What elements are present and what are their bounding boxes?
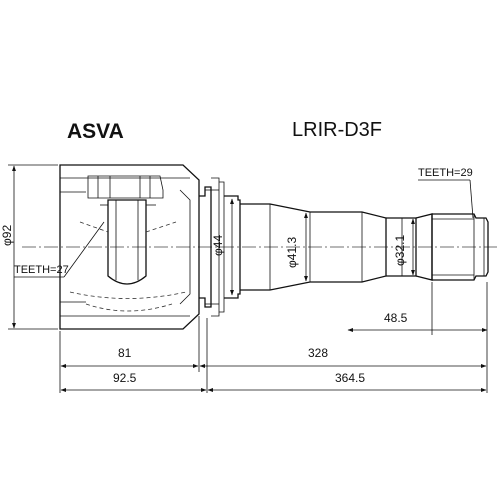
spline-stub (431, 213, 489, 281)
len-92-5-label: 92.5 (113, 371, 137, 385)
extension-lines (59, 282, 488, 393)
brand-label: ASVA (67, 120, 124, 143)
diameter-dimensions: φ44 φ41.3 φ32.1 (211, 198, 415, 296)
dia-92-label: φ92 (0, 225, 14, 246)
dia-41-3-label: φ41.3 (285, 237, 299, 268)
shaft (224, 195, 433, 299)
teeth-outer-label: TEETH=29 (418, 167, 473, 179)
len-328-label: 328 (308, 346, 328, 360)
tripod-assembly (69, 175, 187, 312)
housing (59, 164, 200, 330)
dia-32-1-label: φ32.1 (393, 235, 407, 266)
len-48-5-label: 48.5 (384, 311, 408, 325)
neck-flange (199, 177, 225, 317)
dia-44-label: φ44 (211, 235, 225, 256)
teeth-callouts: TEETH=29 TEETH=27 (14, 167, 474, 278)
len-81-label: 81 (118, 346, 132, 360)
part-number: LRIR-D3F (292, 119, 382, 141)
housing-diameter: φ92 (0, 164, 58, 330)
len-364-5-label: 364.5 (335, 371, 365, 385)
teeth-inner-label: TEETH=27 (14, 264, 69, 276)
